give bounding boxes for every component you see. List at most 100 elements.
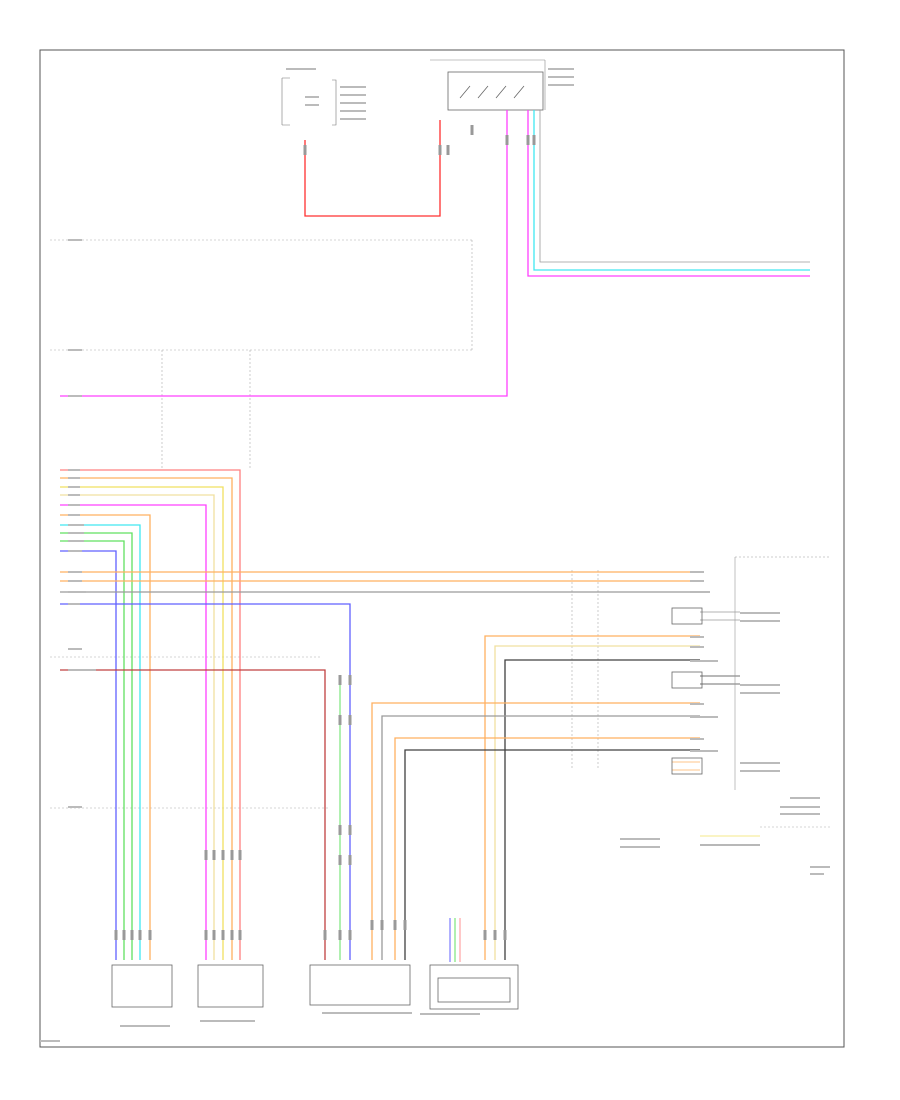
- label-mark-51: [286, 68, 316, 70]
- label-mark-56: [120, 1025, 170, 1027]
- connector-stub-28: [403, 920, 407, 930]
- wire-magenta: [60, 110, 508, 397]
- wire-cream-v2: [494, 645, 700, 960]
- label-mark-27: [690, 716, 718, 718]
- top-left-fuse-bracket: [281, 77, 337, 126]
- label-mark-57: [200, 1020, 255, 1022]
- wire-darkred: [60, 669, 326, 960]
- label-mark-43: [548, 68, 574, 70]
- connector-stub-29: [483, 930, 487, 940]
- wire-cyan: [533, 110, 810, 271]
- label-mark-35: [740, 770, 780, 772]
- connector-stub-23: [338, 930, 342, 940]
- connector-stub-24: [348, 930, 352, 940]
- label-mark-21: [690, 580, 704, 582]
- wire-red-top: [304, 120, 441, 217]
- label-mark-0: [68, 239, 82, 241]
- wire-left-cream: [60, 494, 215, 960]
- label-mark-23: [690, 636, 704, 638]
- connector-stub-3: [470, 125, 474, 135]
- label-mark-11: [68, 540, 84, 542]
- label-mark-2: [68, 395, 82, 397]
- wire-gray-right: [539, 110, 810, 263]
- label-mark-13: [68, 571, 82, 573]
- wire-dark-v7: [404, 749, 700, 960]
- connector-stub-19: [221, 930, 225, 940]
- connector-stub-20: [230, 930, 234, 940]
- label-mark-37: [780, 806, 820, 808]
- label-mark-45: [548, 84, 574, 86]
- connector-stub-2: [446, 145, 450, 155]
- dashed-circuit-lines: [50, 239, 599, 809]
- label-mark-28: [690, 738, 704, 740]
- connector-stub-8: [122, 930, 126, 940]
- label-mark-33: [740, 692, 780, 694]
- connector-stub-10: [138, 930, 142, 940]
- connector-stub-4: [505, 135, 509, 145]
- label-mark-46: [340, 86, 366, 88]
- wire-orange-v6: [394, 737, 700, 960]
- connector-stub-21: [238, 930, 242, 940]
- wire-left-magenta: [60, 504, 207, 960]
- connector-stub-11: [148, 930, 152, 940]
- label-mark-49: [340, 110, 366, 112]
- label-mark-10: [68, 532, 84, 534]
- top-fuse-block: [430, 59, 546, 111]
- label-mark-9: [68, 524, 84, 526]
- label-mark-12: [68, 550, 82, 552]
- label-mark-17: [68, 648, 82, 650]
- connector-stub-34: [338, 715, 342, 725]
- connector-stub-36: [338, 825, 342, 835]
- bottom-components: [111, 964, 519, 1010]
- connector-stub-12: [204, 850, 208, 860]
- label-mark-32: [740, 684, 780, 686]
- label-mark-6: [68, 494, 80, 496]
- connector-stub-37: [348, 825, 352, 835]
- connector-stub-15: [230, 850, 234, 860]
- wire-left-yellow: [60, 486, 224, 960]
- label-mark-1: [68, 349, 82, 351]
- label-mark-4: [68, 477, 80, 479]
- label-mark-26: [690, 703, 704, 705]
- diagram-frame: [39, 49, 845, 1048]
- label-mark-44: [548, 76, 574, 78]
- connector-stub-17: [204, 930, 208, 940]
- label-mark-39: [620, 838, 660, 840]
- label-mark-34: [740, 762, 780, 764]
- wire-left-pink: [60, 469, 241, 960]
- label-mark-54: [420, 1013, 480, 1015]
- wire-left-blue: [60, 550, 117, 960]
- wire-left-orange: [60, 477, 233, 960]
- connector-stub-38: [338, 855, 342, 865]
- connector-stub-30: [493, 930, 497, 940]
- label-mark-8: [68, 514, 80, 516]
- connector-stubs: [114, 125, 536, 940]
- label-mark-18: [68, 669, 96, 671]
- label-mark-15: [68, 591, 86, 593]
- label-mark-52: [305, 96, 319, 98]
- connector-stub-35: [348, 715, 352, 725]
- label-mark-19: [68, 806, 82, 808]
- wire-dark-v3: [504, 659, 700, 960]
- connector-stub-39: [348, 855, 352, 865]
- label-mark-24: [690, 646, 704, 648]
- connector-stub-22: [323, 930, 327, 940]
- label-mark-25: [690, 660, 718, 662]
- label-mark-47: [340, 94, 366, 96]
- connector-stub-27: [393, 920, 397, 930]
- connector-stub-18: [212, 930, 216, 940]
- label-mark-16: [68, 603, 80, 605]
- label-mark-36: [790, 797, 820, 799]
- connector-stub-5: [526, 135, 530, 145]
- connector-stub-31: [503, 930, 507, 940]
- wire-left-green: [60, 532, 133, 960]
- label-mark-7: [68, 504, 80, 506]
- wire-orange-v1: [484, 635, 700, 960]
- wire-left-cyan: [60, 524, 141, 960]
- right-module: [671, 556, 830, 828]
- label-mark-29: [690, 750, 718, 752]
- connector-stub-14: [221, 850, 225, 860]
- connector-stub-0: [303, 145, 307, 155]
- wire-gray-v5: [381, 715, 700, 960]
